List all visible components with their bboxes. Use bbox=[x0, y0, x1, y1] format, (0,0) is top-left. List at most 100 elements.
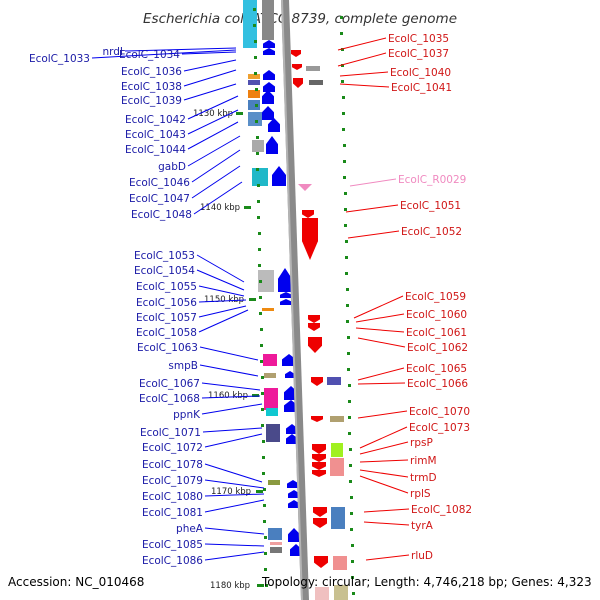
tick-dot-left bbox=[254, 72, 257, 75]
right-leader-line bbox=[359, 469, 409, 478]
tick-dot-right bbox=[345, 256, 348, 259]
left-leader-line bbox=[193, 181, 243, 215]
left-gene-label: EcolC_1057 bbox=[136, 312, 197, 324]
backbone-highlight bbox=[281, 0, 303, 600]
tick-dot-left bbox=[260, 344, 263, 347]
tick-dot-right bbox=[350, 496, 353, 499]
tick-dot-left bbox=[260, 360, 263, 363]
right-leader-line bbox=[363, 508, 410, 513]
tick-dot-right bbox=[346, 288, 349, 291]
forward-gene-arrow bbox=[262, 106, 274, 120]
forward-gene-arrow bbox=[286, 434, 298, 444]
right-leader-line bbox=[339, 71, 389, 77]
tick-dot-left bbox=[254, 40, 257, 43]
left-leader-line bbox=[198, 305, 247, 318]
right-gene-label: EcolC_1037 bbox=[388, 48, 449, 60]
reverse-gene-arrow bbox=[312, 454, 326, 462]
kbp-label-1180: 1180 kbp bbox=[210, 581, 250, 591]
right-leader-line bbox=[353, 295, 404, 319]
right-gene-label: rplS bbox=[410, 488, 431, 500]
tick-dot-right bbox=[347, 336, 350, 339]
left-leader-line bbox=[201, 395, 261, 399]
right-gene-label: EcolC_1065 bbox=[406, 363, 467, 375]
gene-color-box bbox=[331, 443, 343, 457]
left-gene-label: smpB bbox=[168, 360, 198, 372]
tick-dot-left bbox=[256, 152, 259, 155]
kbp-label: 1160 kbp bbox=[208, 391, 248, 401]
kbp-label: 1150 kbp bbox=[204, 295, 244, 305]
gene-color-box bbox=[248, 74, 260, 79]
forward-gene-arrow bbox=[263, 70, 275, 80]
left-gene-label: EcolC_1071 bbox=[140, 427, 201, 439]
reverse-gene-arrow bbox=[302, 210, 314, 218]
tick-dot-right bbox=[350, 512, 353, 515]
left-gene-label: EcolC_1056 bbox=[136, 297, 197, 309]
right-leader-line bbox=[355, 313, 405, 323]
gene-color-box bbox=[309, 80, 323, 85]
tick-dot-right bbox=[348, 432, 351, 435]
tick-dot-left bbox=[254, 56, 257, 59]
gene-color-box bbox=[248, 90, 260, 98]
left-leader-line bbox=[204, 493, 265, 497]
right-gene-label: EcolC_1073 bbox=[409, 422, 470, 434]
tick-dot-left bbox=[253, 24, 256, 27]
forward-gene-arrow bbox=[280, 299, 292, 305]
right-gene-label: tyrA bbox=[411, 520, 434, 532]
left-gene-label: EcolC_1072 bbox=[142, 442, 203, 454]
tick-dot-left bbox=[258, 248, 261, 251]
tick-dot-right bbox=[350, 528, 353, 531]
right-gene-label: rimM bbox=[410, 455, 437, 467]
left-gene-label: EcolC_1038 bbox=[121, 81, 182, 93]
gene-color-box bbox=[262, 0, 274, 40]
left-leader-line bbox=[191, 149, 241, 183]
kbp-tick bbox=[257, 584, 264, 587]
right-leader-line bbox=[357, 382, 406, 385]
gene-color-box bbox=[248, 80, 260, 85]
left-gene-label: gabD bbox=[158, 161, 186, 173]
left-leader-line bbox=[204, 499, 265, 513]
left-leader-line bbox=[204, 463, 263, 483]
gene-color-box bbox=[252, 168, 268, 186]
left-gene-label: EcolC_1042 bbox=[125, 114, 186, 126]
right-leader-line bbox=[363, 521, 410, 526]
gene-color-box bbox=[263, 354, 277, 366]
tick-dot-left bbox=[258, 232, 261, 235]
forward-gene-arrow bbox=[288, 500, 300, 508]
reverse-gene-arrow bbox=[293, 78, 303, 88]
gene-color-box bbox=[306, 66, 320, 71]
right-leader-line bbox=[357, 410, 408, 419]
right-gene-label: rpsP bbox=[410, 437, 433, 449]
forward-gene-arrow bbox=[282, 354, 296, 366]
right-leader-line bbox=[355, 327, 405, 333]
forward-gene-arrow bbox=[272, 166, 286, 186]
left-gene-label: EcolC_1085 bbox=[142, 539, 203, 551]
forward-gene-arrow bbox=[286, 424, 298, 434]
tick-dot-right bbox=[347, 368, 350, 371]
right-leader-line bbox=[359, 459, 409, 463]
right-gene-label: trmD bbox=[410, 472, 437, 484]
tick-dot-left bbox=[259, 296, 262, 299]
left-leader-line bbox=[181, 51, 237, 55]
gene-color-box bbox=[315, 587, 329, 600]
left-gene-label: EcolC_1068 bbox=[139, 393, 200, 405]
left-gene-label: EcolC_1054 bbox=[134, 265, 195, 277]
right-gene-label: rluD bbox=[411, 550, 433, 562]
right-leader-line bbox=[337, 37, 387, 51]
left-leader-line bbox=[187, 135, 241, 167]
forward-gene-arrow bbox=[263, 48, 275, 55]
left-gene-label: EcolC_1039 bbox=[121, 95, 182, 107]
accession-label: Accession: NC_010468 bbox=[8, 575, 144, 589]
tick-dot-right bbox=[345, 272, 348, 275]
tick-dot-right bbox=[340, 32, 343, 35]
reverse-gene-arrow bbox=[312, 470, 326, 477]
tick-dot-left bbox=[255, 88, 258, 91]
forward-gene-arrow bbox=[285, 371, 295, 378]
right-leader-line bbox=[359, 426, 408, 449]
tick-dot-right bbox=[348, 384, 351, 387]
kbp-tick bbox=[236, 112, 243, 115]
right-gene-label: EcolC_1062 bbox=[407, 342, 468, 354]
tick-dot-left bbox=[263, 520, 266, 523]
